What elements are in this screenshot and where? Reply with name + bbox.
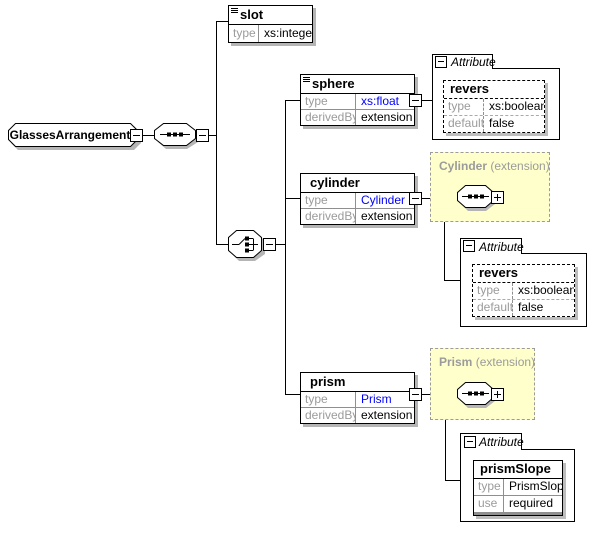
extension-title: Cylinder (extension) [439,159,550,173]
property-value: extension [361,110,413,124]
property-label: type [229,25,259,42]
property-value: false [489,116,515,130]
attribute-group-label: Attribute [479,435,524,449]
property-label: derivedBy [301,408,356,423]
property-label: type [474,479,504,495]
collapse-toggle-icon[interactable] [409,192,422,205]
extension-title: Prism (extension) [439,355,536,369]
attribute-group-tab[interactable]: Attribute [432,54,496,69]
expand-toggle-icon[interactable] [491,388,504,401]
element-name: cylinder [310,175,360,190]
property-label: derivedBy [301,110,356,125]
type-link[interactable]: xs:float [361,94,400,108]
connector-line [444,198,445,281]
property-value: xs:integer [264,26,312,40]
expand-toggle-icon[interactable] [491,191,504,204]
connector-line [143,135,155,136]
element-name: slot [240,7,264,22]
collapse-toggle-icon[interactable] [435,56,447,68]
element-content-icon [231,8,238,13]
property-value: xs:boolean [489,99,544,113]
element-name: sphere [312,76,355,91]
property-value: required [509,496,554,510]
connector-line [445,480,460,481]
connector-line [216,21,228,22]
attribute-revers[interactable]: revers type xs:boolean default false [472,264,575,317]
connector-line [422,100,432,101]
property-label: derivedBy [301,209,356,224]
element-prism[interactable]: prism type Prism derivedBy extension [300,372,415,424]
element-content-icon [303,77,310,82]
collapse-toggle-icon[interactable] [463,240,475,252]
connector-line [444,280,460,281]
attribute-group-label: Attribute [451,55,496,69]
sequence-compositor-icon[interactable] [154,123,200,150]
connector-line [216,244,230,245]
property-label: type [301,392,356,407]
element-sphere[interactable]: sphere type xs:float derivedBy extension [300,74,415,126]
sequence-compositor-icon[interactable] [457,185,497,212]
connector-line [445,394,446,481]
collapse-toggle-icon[interactable] [464,436,476,448]
extension-box-cylinder: Cylinder (extension) [430,152,550,222]
element-cylinder[interactable]: cylinder type Cylinder derivedBy extensi… [300,173,415,225]
attribute-name: prismSlope [474,461,562,479]
element-slot[interactable]: slot type xs:integer [228,5,313,43]
property-label: default [473,300,513,316]
property-label: use [474,496,504,512]
attribute-group-label: Attribute [479,239,524,254]
connector-line [285,100,300,101]
property-value: false [518,300,544,314]
collapse-toggle-icon[interactable] [409,94,422,107]
root-element-label: GlassesArrangement [9,128,131,142]
property-label: type [301,94,356,109]
property-value: extension [361,408,413,422]
property-label: type [473,283,513,299]
collapse-toggle-icon[interactable] [196,129,209,142]
property-label: type [444,99,484,115]
element-name: prism [310,374,346,389]
property-label: default [444,116,484,132]
connector-line [209,135,217,136]
property-value: PrismSlope [509,479,562,493]
root-element-shape[interactable] [8,123,142,151]
attribute-group-tab[interactable]: Attribute [460,238,524,254]
type-link[interactable]: Prism [361,392,392,406]
collapse-toggle-icon[interactable] [409,388,422,401]
attribute-name: revers [444,81,544,99]
property-value: extension [361,209,413,223]
connector-line [285,198,300,199]
type-link[interactable]: Cylinder [361,193,406,207]
connector-line [285,100,286,395]
collapse-toggle-icon[interactable] [263,238,276,251]
attribute-revers[interactable]: revers type xs:boolean default false [443,80,545,133]
connector-line [285,394,300,395]
sequence-compositor-icon[interactable] [457,382,497,409]
attribute-prismslope[interactable]: prismSlope type PrismSlope use required [473,460,563,516]
connector-line [276,244,286,245]
connector-line [216,21,217,245]
attribute-name: revers [473,265,574,283]
property-label: type [301,193,356,208]
collapse-toggle-icon[interactable] [130,129,143,142]
property-value: xs:boolean [518,283,574,297]
choice-compositor-icon[interactable] [228,230,268,262]
